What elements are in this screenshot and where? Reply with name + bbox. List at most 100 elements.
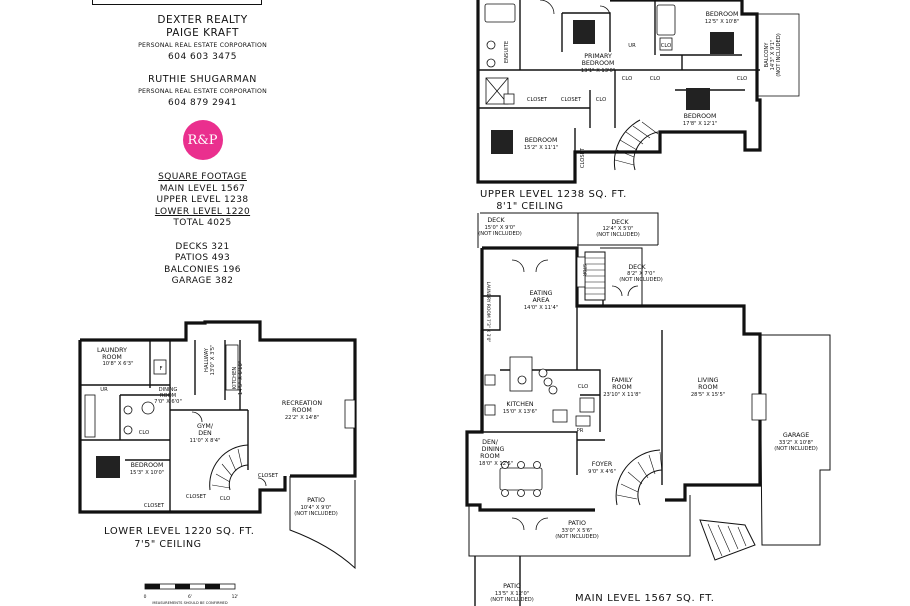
room-name: HALLWAY bbox=[204, 347, 210, 372]
footage-main: MAIN LEVEL 1567 bbox=[159, 183, 246, 194]
room-name: CLO bbox=[596, 97, 606, 103]
logo-text: R&P bbox=[187, 132, 218, 148]
room-dimensions: 13'1" X 13'0" bbox=[581, 68, 615, 74]
room-name: ROOM bbox=[612, 384, 632, 391]
room-dimensions: 15'0" X 13'6" bbox=[503, 409, 537, 415]
room-name: BEDROOM bbox=[582, 60, 615, 67]
not-included-note: (NOT INCLUDED) bbox=[776, 33, 782, 77]
room-dimensions: 8'2" X 7'0" bbox=[627, 271, 655, 277]
room-dimensions: 10'4" X 9'0" bbox=[301, 505, 332, 511]
agent-title: PERSONAL REAL ESTATE CORPORATION bbox=[138, 88, 267, 95]
room-name: PRIMARY bbox=[584, 53, 612, 60]
room-dimensions: 22'2" X 14'8" bbox=[285, 415, 319, 421]
room-name: ENSUITE bbox=[504, 41, 510, 63]
room-name: LAUNDRY ROOM 7'3" X 3'0" bbox=[485, 282, 491, 343]
brand-logo: R&P bbox=[182, 120, 223, 160]
room-dimensions: 14'0" X 11'4" bbox=[524, 305, 558, 311]
agent-info-panel: DEXTER REALTY PAIGE KRAFT PERSONAL REAL … bbox=[95, 14, 310, 288]
room-dimensions: 18'0" X 12'5" bbox=[479, 461, 513, 467]
room-dimensions: 15'0" X 9'0" bbox=[485, 225, 516, 231]
footage-heading: SQUARE FOOTAGE bbox=[158, 172, 247, 182]
room-name: DINING bbox=[159, 387, 178, 393]
room-dimensions: 33'2" X 10'8" bbox=[779, 440, 813, 446]
room-name: LAUNDRY bbox=[97, 347, 127, 354]
room-name: ROOM bbox=[160, 393, 176, 399]
room-name: DECK bbox=[487, 217, 505, 224]
room-name: CLOSET bbox=[561, 97, 582, 103]
lower-level-title: LOWER LEVEL 1220 SQ. FT. bbox=[104, 526, 255, 537]
room-name: UR bbox=[628, 43, 636, 49]
room-dimensions: 15'3" X 10'0" bbox=[130, 470, 164, 476]
room-name: EATING bbox=[529, 290, 552, 297]
footage-decks: DECKS 321 bbox=[175, 241, 230, 252]
room-name: CLO bbox=[622, 76, 632, 82]
room-name: DINING bbox=[482, 446, 505, 453]
room-dimensions: 12'4" X 5'0" bbox=[603, 226, 634, 232]
footage-total: TOTAL 4025 bbox=[173, 218, 232, 228]
room-dimensions: 7'0" X 6'0" bbox=[154, 399, 182, 405]
room-name: BEDROOM bbox=[525, 137, 558, 144]
room-dimensions: 17'8" X 12'1" bbox=[683, 121, 717, 127]
room-name: CLO bbox=[650, 76, 660, 82]
not-included-note: (NOT INCLUDED) bbox=[619, 277, 663, 283]
not-included-note: (NOT INCLUDED) bbox=[774, 446, 818, 452]
upper-level-ceiling: 8'1" CEILING bbox=[496, 201, 563, 212]
footage-upper: UPPER LEVEL 1238 bbox=[156, 195, 249, 205]
room-name: CLO bbox=[578, 384, 588, 390]
footage-balconies: BALCONIES 196 bbox=[164, 264, 241, 275]
not-included-note: (NOT INCLUDED) bbox=[294, 511, 338, 517]
lower-level-ceiling: 7'5" CEILING bbox=[134, 539, 201, 550]
room-name: STOR bbox=[581, 264, 587, 276]
not-included-note: (NOT INCLUDED) bbox=[490, 597, 534, 603]
room-name: PATIO bbox=[503, 583, 521, 590]
room-name: CLO bbox=[737, 76, 747, 82]
room-name: CLO bbox=[661, 43, 671, 49]
room-name: PATIO bbox=[568, 520, 586, 527]
room-name: ROOM bbox=[480, 453, 500, 460]
room-dimensions: 14'3" X 9'1" bbox=[770, 40, 776, 71]
header-box bbox=[92, 0, 262, 5]
room-name: FOYER bbox=[592, 461, 613, 468]
agent-name: PAIGE KRAFT bbox=[166, 27, 239, 39]
room-name: UR bbox=[100, 387, 108, 393]
scale-label: 6' bbox=[188, 594, 192, 600]
svg-text:BALCONY14'3" X 9'1"(NOT INCLUD: BALCONY14'3" X 9'1"(NOT INCLUDED) bbox=[764, 33, 782, 77]
room-name: RECREATION bbox=[282, 400, 323, 407]
room-name: BEDROOM bbox=[706, 11, 739, 18]
footage-lower: LOWER LEVEL 1220 bbox=[154, 206, 251, 217]
scale-bar: 0 6' 12' MEASUREMENTS SHOULD BE CONFIRME… bbox=[144, 583, 238, 605]
room-dimensions: 23'10" X 11'8" bbox=[603, 392, 641, 398]
footage-garage: GARAGE 382 bbox=[171, 276, 234, 286]
scale-note: MEASUREMENTS SHOULD BE CONFIRMED bbox=[152, 601, 227, 605]
room-name: F bbox=[160, 366, 163, 372]
room-name: AREA bbox=[533, 297, 551, 304]
not-included-note: (NOT INCLUDED) bbox=[596, 232, 640, 238]
room-name: DEN/ bbox=[482, 439, 499, 446]
room-name: KITCHEN bbox=[232, 367, 238, 390]
room-dimensions: 33'0" X 5'6" bbox=[562, 528, 593, 534]
room-dimensions: 9'0" X 4'6" bbox=[588, 469, 616, 475]
room-dimensions: 11'0" X 8'4" bbox=[190, 438, 221, 444]
footage-patios: PATIOS 493 bbox=[174, 253, 231, 263]
room-name: BEDROOM bbox=[684, 113, 717, 120]
room-name: CLOSET bbox=[527, 97, 548, 103]
upper-level-title: UPPER LEVEL 1238 SQ. FT. bbox=[480, 189, 627, 200]
